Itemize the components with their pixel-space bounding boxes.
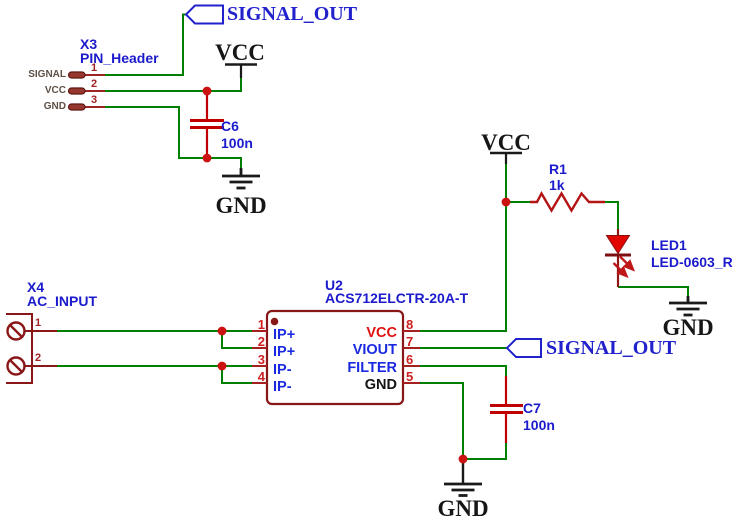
junction-dot xyxy=(202,153,212,163)
gnd-symbol-u2[interactable] xyxy=(444,461,482,497)
vcc-symbol-top[interactable] xyxy=(225,63,257,79)
gnd-label-u2[interactable]: GND xyxy=(437,496,489,521)
x3-pin2-number: 2 xyxy=(91,78,98,90)
u2-pin8-name: VCC xyxy=(366,325,397,341)
c6-ref[interactable]: C6 xyxy=(221,118,239,134)
r1-ref[interactable]: R1 xyxy=(549,161,567,177)
x3-pin3-number: 3 xyxy=(91,94,98,106)
u2-pin4-number: 4 xyxy=(257,369,265,384)
u2-pin6-number: 6 xyxy=(406,352,414,367)
u2-pin3-number: 3 xyxy=(257,352,265,367)
wire-c7-to-gnd[interactable] xyxy=(463,443,507,460)
net-flag-signal-out-mid[interactable] xyxy=(505,338,542,358)
wire-x4-pin1-branch[interactable] xyxy=(221,331,252,349)
u2-pin3-name: IP- xyxy=(273,362,292,378)
led-triangle xyxy=(605,235,631,255)
gnd-label-led[interactable]: GND xyxy=(662,315,714,340)
x4-ref[interactable]: X4 xyxy=(27,279,45,295)
c7-capacitor-symbol[interactable] xyxy=(490,376,523,443)
x3-pin2-name: VCC xyxy=(44,85,66,96)
u2-ref[interactable]: U2 xyxy=(325,277,343,293)
x4-pin2-number: 2 xyxy=(35,352,42,364)
x3-value[interactable]: PIN_Header xyxy=(80,50,159,66)
c6-capacitor-symbol[interactable] xyxy=(190,91,224,158)
x4-value[interactable]: AC_INPUT xyxy=(27,293,98,309)
u2-value[interactable]: ACS712ELCTR-20A-T xyxy=(325,290,469,306)
u2-pin1-marker xyxy=(270,317,279,326)
x3-pin1-name: SIGNAL xyxy=(28,69,66,80)
u2-pin7-name: VIOUT xyxy=(352,342,397,358)
u2-pin6-name: FILTER xyxy=(347,360,397,376)
vcc-symbol-right[interactable] xyxy=(490,151,522,164)
gnd-label-c6[interactable]: GND xyxy=(215,193,267,218)
r1-resistor-symbol[interactable] xyxy=(530,191,605,213)
net-label-signal-out-top[interactable]: SIGNAL_OUT xyxy=(227,3,358,25)
x4-pin1-number: 1 xyxy=(35,317,42,329)
gnd-symbol-led[interactable] xyxy=(669,296,707,317)
wire-vcc-right-rail[interactable] xyxy=(420,163,507,332)
wire-vcc-x3[interactable] xyxy=(105,78,242,92)
wire-filter-to-c7[interactable] xyxy=(420,365,507,376)
x3-connector-symbol[interactable] xyxy=(67,71,106,111)
wire-gnd-x3[interactable] xyxy=(105,106,242,170)
net-flag-signal-out-top[interactable] xyxy=(184,4,224,25)
wire-signal-to-flag[interactable] xyxy=(105,13,186,76)
net-label-signal-out-mid[interactable]: SIGNAL_OUT xyxy=(546,337,677,359)
wire-icgnd-down[interactable] xyxy=(420,382,464,459)
u2-pin1-name: IP+ xyxy=(273,327,296,343)
u2-pin5-name: GND xyxy=(364,377,397,393)
x3-pin1-number: 1 xyxy=(91,62,98,74)
x3-ref[interactable]: X3 xyxy=(80,36,98,52)
c7-value[interactable]: 100n xyxy=(523,417,555,433)
led-emission-arrows xyxy=(612,255,636,279)
x3-pin3-name: GND xyxy=(43,101,66,112)
gnd-symbol-c6[interactable] xyxy=(222,168,260,190)
junction-dot xyxy=(217,361,227,371)
wire-r1-to-led[interactable] xyxy=(605,201,619,229)
u2-pin5-number: 5 xyxy=(406,369,414,384)
led1-ref[interactable]: LED1 xyxy=(651,237,687,253)
c6-value[interactable]: 100n xyxy=(221,135,253,151)
u2-pin2-number: 2 xyxy=(257,334,265,349)
u2-pin8-number: 8 xyxy=(406,317,414,332)
junction-dots xyxy=(202,86,511,464)
vcc-label-top[interactable]: VCC xyxy=(215,40,265,65)
r1-value[interactable]: 1k xyxy=(549,177,565,193)
wire-x4-pin2-branch[interactable] xyxy=(221,366,252,384)
x3-pads xyxy=(67,71,86,111)
junction-dot xyxy=(501,197,511,207)
vcc-label-right[interactable]: VCC xyxy=(481,130,531,155)
u2-pin2-name: IP+ xyxy=(273,344,296,360)
u2-pin1-number: 1 xyxy=(257,317,265,332)
junction-dot xyxy=(458,454,468,464)
junction-dot xyxy=(202,86,212,96)
c7-ref[interactable]: C7 xyxy=(523,400,541,416)
wire-led-to-gnd[interactable] xyxy=(618,286,689,298)
x4-connector-symbol[interactable] xyxy=(6,313,57,384)
junction-dot xyxy=(217,326,227,336)
u2-pin7-number: 7 xyxy=(406,334,414,349)
led1-symbol[interactable] xyxy=(605,229,636,287)
led1-value[interactable]: LED-0603_R xyxy=(651,254,733,270)
u2-ic-symbol[interactable] xyxy=(252,309,420,406)
u2-pin4-name: IP- xyxy=(273,379,292,395)
